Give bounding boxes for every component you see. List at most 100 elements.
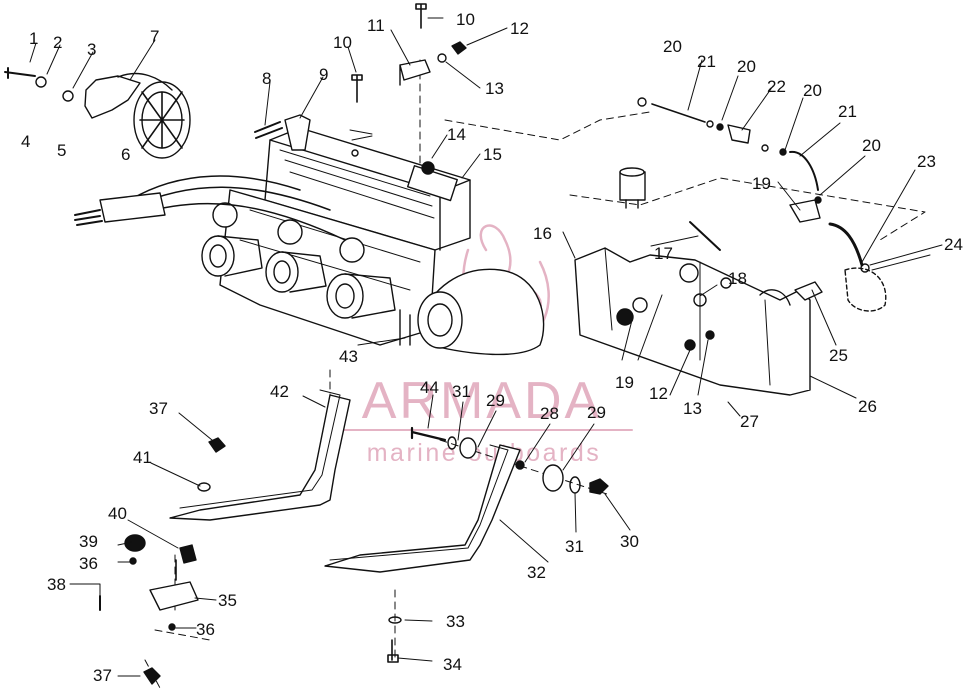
brand-tagline: marine outboards (367, 439, 602, 467)
callout-17: 17 (654, 244, 673, 263)
callout-19: 19 (615, 373, 634, 392)
washer-33 (388, 616, 402, 624)
washer-41 (197, 482, 211, 492)
ignition-box-6 (99, 192, 166, 223)
callout-37-a: 37 (149, 399, 168, 418)
cover-bracket (84, 75, 141, 119)
callout-36-a: 36 (79, 554, 98, 573)
nut-37a (208, 437, 226, 453)
fitting-19b (789, 199, 821, 223)
rail-32 (324, 444, 521, 573)
callout-34: 34 (443, 655, 462, 674)
hose-23 (828, 222, 864, 267)
callout-11: 11 (367, 16, 385, 35)
callout-43: 43 (339, 347, 358, 366)
callout-26: 26 (858, 397, 877, 416)
brand-name: ARMADA (362, 372, 602, 430)
callout-35: 35 (218, 591, 237, 610)
bushing-29 (459, 437, 477, 459)
washer-31 (447, 436, 457, 450)
fitting-19 (616, 308, 634, 326)
callout-6: 6 (121, 145, 130, 164)
callout-8: 8 (262, 69, 271, 88)
sleeve-28 (515, 460, 525, 470)
callout-1: 1 (29, 29, 38, 48)
callout-32: 32 (527, 563, 546, 582)
callout-13: 13 (683, 399, 702, 418)
callout-37-b: 37 (93, 666, 112, 685)
line-21b (789, 150, 819, 191)
callout-18: 18 (728, 269, 747, 288)
callout-40: 40 (108, 504, 127, 523)
callout-41: 41 (133, 448, 152, 467)
washer-2 (35, 76, 47, 88)
rail-42 (169, 394, 351, 521)
callout-19-top: 19 (752, 174, 771, 193)
callout-42: 42 (270, 382, 289, 401)
line-21a (651, 103, 706, 123)
carburetors (201, 202, 396, 319)
bracket-11 (399, 59, 431, 86)
fitting-25 (794, 281, 823, 301)
bolt-34 (387, 639, 399, 663)
callout-38: 38 (47, 575, 66, 594)
frame-rails (99, 389, 609, 685)
starter-cover-assembly (4, 67, 191, 159)
bolt-44 (410, 426, 447, 442)
callout-12: 12 (649, 384, 668, 403)
callout-39: 39 (79, 532, 98, 551)
engine-block (74, 114, 545, 356)
mounting-hardware-top (349, 3, 467, 157)
callout-20-c: 20 (803, 81, 822, 100)
callout-25: 25 (829, 346, 848, 365)
bolt-1 (4, 67, 36, 79)
bolt-10 (351, 74, 363, 103)
callout-29-b: 29 (587, 403, 606, 422)
callout-12-top: 12 (510, 19, 529, 38)
callout-15: 15 (483, 145, 502, 164)
callout-44: 44 (420, 378, 439, 397)
bracket-35 (149, 581, 199, 611)
callout-20-b: 20 (737, 57, 756, 76)
callout-30: 30 (620, 532, 639, 551)
fuel-pump-outline (844, 267, 887, 312)
cap-14 (421, 161, 435, 175)
callout-leaders (29, 17, 943, 677)
callout-36-b: 36 (196, 620, 215, 639)
nut-37b (143, 667, 161, 685)
fitting-8 (254, 121, 283, 139)
nut-12-top (451, 41, 467, 55)
callout-31-a: 31 (452, 382, 471, 401)
callout-31-b: 31 (565, 537, 584, 556)
callout-labels: 1 2 3 4 5 6 7 8 9 10 10 11 12 13 14 15 1… (21, 10, 963, 685)
callout-3: 3 (87, 40, 96, 59)
callout-9: 9 (319, 65, 328, 84)
nut-30 (589, 478, 609, 495)
spark-plug-cover (406, 165, 458, 202)
callout-22: 22 (767, 77, 786, 96)
washer-36b (168, 623, 176, 631)
nut-5 (62, 90, 74, 102)
callout-29-a: 29 (486, 391, 505, 410)
mount-40 (179, 544, 197, 564)
callout-21-b: 21 (838, 102, 857, 121)
callout-13-top: 13 (485, 79, 504, 98)
callout-4: 4 (21, 132, 30, 151)
callout-2: 2 (53, 33, 62, 52)
callout-27: 27 (740, 412, 759, 431)
callout-21-a: 21 (697, 52, 716, 71)
bolt-10-top (415, 3, 427, 29)
callout-28: 28 (540, 404, 559, 423)
clamp-17 (689, 221, 721, 251)
elbow-9 (284, 114, 311, 151)
callout-20-d: 20 (862, 136, 881, 155)
cap-20a (637, 97, 647, 107)
callout-23: 23 (917, 152, 936, 171)
callout-14: 14 (447, 125, 466, 144)
bushing-29b (542, 464, 564, 492)
callout-10-top: 10 (456, 10, 475, 29)
callout-7: 7 (150, 27, 159, 46)
callout-24: 24 (944, 235, 963, 254)
